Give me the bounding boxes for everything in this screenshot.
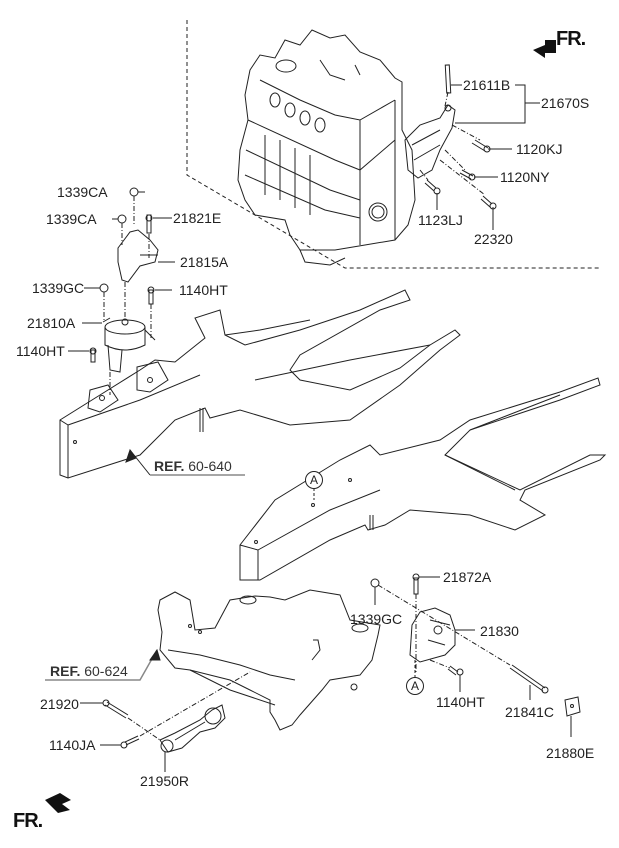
- part-label-21670s[interactable]: 21670S: [541, 95, 590, 111]
- front-direction-label-top: FR.: [556, 28, 586, 50]
- callout-a-upper: A: [305, 471, 323, 489]
- front-direction-arrow-bottom: [45, 793, 71, 813]
- part-label-21950r[interactable]: 21950R: [140, 773, 190, 789]
- callout-a-lower: A: [406, 677, 424, 695]
- part-label-21810a[interactable]: 21810A: [27, 315, 76, 331]
- part-label-1339gc-right[interactable]: 1339GC: [350, 611, 403, 627]
- leader-lines-engine-bracket: [419, 84, 540, 230]
- part-label-21872a[interactable]: 21872A: [443, 569, 492, 585]
- part-label-1140ht-upper[interactable]: 1140HT: [179, 282, 228, 298]
- part-label-1140ja[interactable]: 1140JA: [49, 737, 96, 753]
- part-label-21611b[interactable]: 21611B: [463, 77, 511, 93]
- part-label-22320[interactable]: 22320: [474, 231, 513, 247]
- part-label-1339ca-second[interactable]: 1339CA: [46, 211, 97, 227]
- ref-60-624-leader: [45, 648, 161, 681]
- part-label-1140ht-left[interactable]: 1140HT: [16, 343, 65, 359]
- part-label-21920[interactable]: 21920: [40, 696, 79, 712]
- engine-assembly-boundary: [186, 20, 600, 269]
- part-label-21880e[interactable]: 21880E: [546, 745, 595, 761]
- part-label-1120ny[interactable]: 1120NY: [500, 169, 550, 185]
- ref-label-60-640[interactable]: REF. 60-640: [154, 458, 232, 474]
- left-mount-assembly: [68, 187, 175, 395]
- ref-prefix: REF.: [154, 458, 185, 474]
- part-label-1123lj[interactable]: 1123LJ: [418, 212, 463, 228]
- part-label-1339ca-top[interactable]: 1339CA: [57, 184, 108, 200]
- ref-prefix: REF.: [50, 663, 81, 679]
- engine-bracket-21670s: [404, 64, 456, 179]
- ref-label-60-624[interactable]: REF. 60-624: [50, 663, 128, 679]
- part-label-1140ht-right[interactable]: 1140HT: [436, 694, 485, 710]
- part-label-21830[interactable]: 21830: [480, 623, 519, 639]
- right-mount-assembly: [370, 573, 581, 737]
- part-label-21821e[interactable]: 21821E: [173, 210, 222, 226]
- ref-code: 60-640: [188, 458, 232, 474]
- roll-rod-assembly: [80, 671, 251, 772]
- subframe-crossmember: [157, 589, 381, 731]
- engine-block: [237, 29, 416, 266]
- ref-60-640-leader: [125, 448, 245, 476]
- front-direction-arrow-top: [533, 40, 556, 58]
- front-direction-label-bottom: FR.: [13, 810, 43, 832]
- front-side-member-frame: [59, 289, 461, 479]
- part-label-1339gc-left[interactable]: 1339GC: [32, 280, 85, 296]
- rear-side-member-frame: [239, 377, 607, 581]
- part-label-1120kj[interactable]: 1120KJ: [516, 141, 563, 157]
- ref-code: 60-624: [84, 663, 128, 679]
- part-label-21815a[interactable]: 21815A: [180, 254, 229, 270]
- part-label-21841c[interactable]: 21841C: [505, 704, 555, 720]
